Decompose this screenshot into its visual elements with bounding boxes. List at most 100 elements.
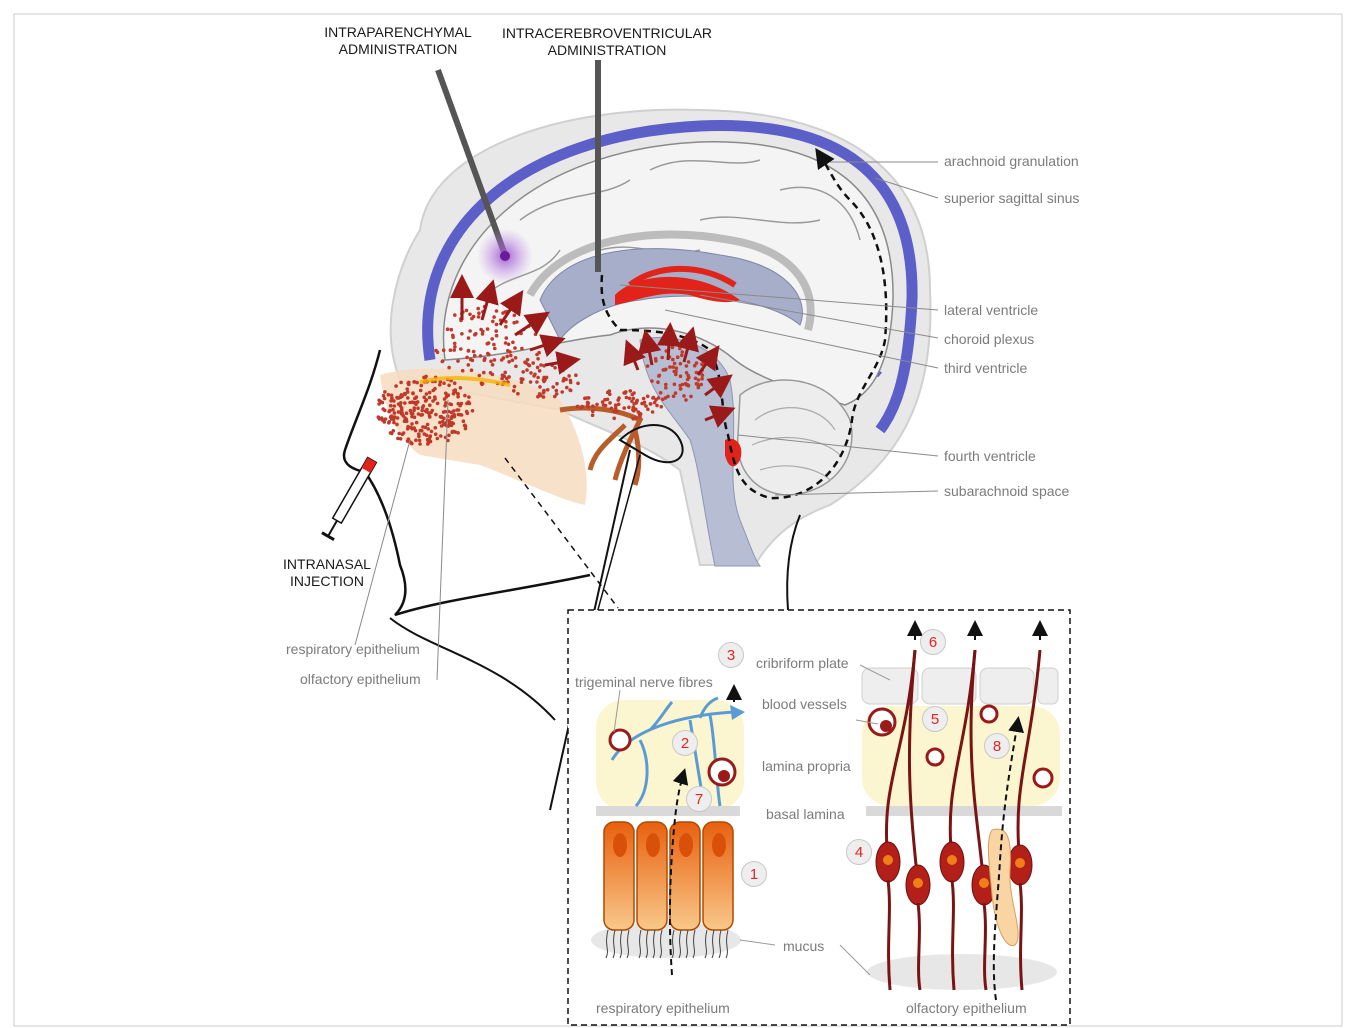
particle xyxy=(591,413,595,417)
particle xyxy=(561,369,565,373)
particle xyxy=(606,398,610,402)
particle xyxy=(617,403,621,407)
particle xyxy=(631,417,635,421)
particle xyxy=(612,417,616,421)
particle xyxy=(409,409,413,413)
particle xyxy=(422,376,426,380)
particle xyxy=(656,380,660,384)
particle xyxy=(427,411,431,415)
particle xyxy=(520,380,524,384)
particle xyxy=(560,365,564,369)
particle xyxy=(426,442,430,446)
particle xyxy=(472,350,476,354)
particle xyxy=(539,394,543,398)
particle xyxy=(542,391,546,395)
marker-1: 1 xyxy=(741,861,767,887)
inset-respiratory-epithelium-label: respiratory epithelium xyxy=(596,1000,730,1016)
neck-line xyxy=(390,618,555,720)
particle xyxy=(473,354,477,358)
particle xyxy=(409,426,413,430)
particle xyxy=(412,380,416,384)
particle xyxy=(406,381,410,385)
particle xyxy=(504,325,508,329)
particle xyxy=(564,378,568,382)
particle xyxy=(459,386,463,390)
particle xyxy=(389,404,393,408)
particle xyxy=(453,313,457,317)
particle xyxy=(390,396,394,400)
particle xyxy=(537,351,541,355)
particle xyxy=(585,396,589,400)
particle xyxy=(671,346,675,350)
particle xyxy=(542,380,546,384)
particle xyxy=(516,392,520,396)
particle xyxy=(460,332,464,336)
particle xyxy=(444,410,448,414)
particle xyxy=(503,371,507,375)
particle xyxy=(513,385,517,389)
cell-nucleus xyxy=(679,833,693,857)
particle xyxy=(466,412,470,416)
particle xyxy=(424,426,428,430)
particle xyxy=(525,368,529,372)
particle xyxy=(631,408,635,412)
particle xyxy=(442,423,446,427)
particle xyxy=(664,386,668,390)
intraparenchymal-line2: ADMINISTRATION xyxy=(318,41,478,58)
particle xyxy=(555,382,559,386)
particle xyxy=(672,394,676,398)
particle xyxy=(529,380,533,384)
particle xyxy=(442,381,446,385)
particle xyxy=(679,374,683,378)
neuron-dendrite xyxy=(984,903,986,990)
particle xyxy=(701,374,705,378)
particle xyxy=(434,432,438,436)
particle xyxy=(663,368,667,372)
particle xyxy=(687,376,691,380)
particle xyxy=(614,407,618,411)
particle xyxy=(576,405,580,409)
particle xyxy=(450,415,454,419)
particle xyxy=(434,349,438,353)
particle xyxy=(679,387,683,391)
particle xyxy=(495,309,499,313)
particle xyxy=(673,383,677,387)
particle xyxy=(381,407,385,411)
particle xyxy=(646,395,650,399)
particle xyxy=(629,389,633,393)
marker-2: 2 xyxy=(672,730,698,756)
particle xyxy=(505,336,509,340)
arachnoid-granulation-label: arachnoid granulation xyxy=(944,153,1079,169)
particle xyxy=(451,336,455,340)
marker-8: 8 xyxy=(984,733,1010,759)
particle xyxy=(700,377,704,381)
particle xyxy=(419,429,423,433)
particle xyxy=(651,410,655,414)
particle xyxy=(655,404,659,408)
particle xyxy=(604,404,608,408)
particle xyxy=(491,373,495,377)
particle xyxy=(622,391,626,395)
particle xyxy=(394,384,398,388)
particle xyxy=(433,395,437,399)
particle xyxy=(438,421,442,425)
particle xyxy=(666,395,670,399)
particle xyxy=(403,401,407,405)
particle xyxy=(532,374,536,378)
particle xyxy=(569,389,573,393)
icv-line1: INTRACEREBROVENTRICULAR xyxy=(494,25,720,42)
particle xyxy=(612,410,616,414)
particle xyxy=(417,435,421,439)
particle xyxy=(653,401,657,405)
particle xyxy=(395,423,399,427)
particle xyxy=(494,329,498,333)
particle xyxy=(471,409,475,413)
particle xyxy=(529,371,533,375)
particle xyxy=(451,422,455,426)
particle xyxy=(651,396,655,400)
particle xyxy=(676,355,680,359)
particle xyxy=(426,423,430,427)
particle xyxy=(406,427,410,431)
syringe xyxy=(322,457,378,540)
mucus-label: mucus xyxy=(783,938,824,954)
